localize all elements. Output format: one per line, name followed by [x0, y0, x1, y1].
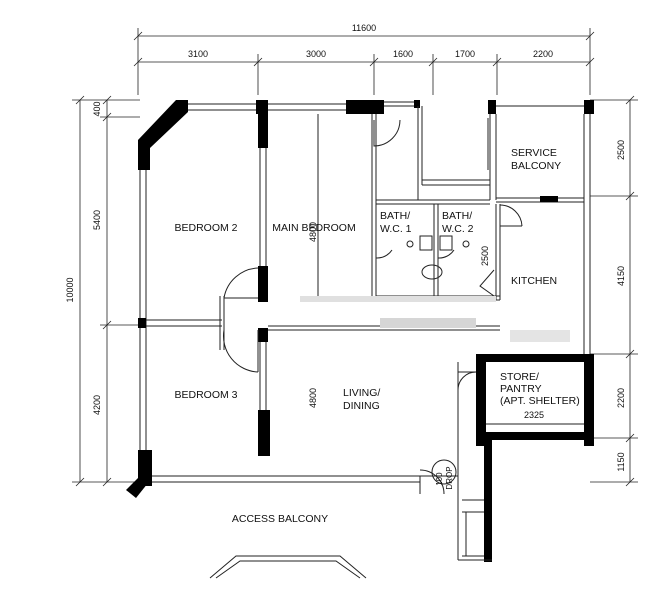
room-label-store-line2: PANTRY [500, 383, 542, 395]
dim-left-segment: 5400 [92, 210, 102, 230]
drop-label-text: DROP [445, 466, 454, 489]
watermark [300, 296, 570, 342]
dim-right-segment: 2500 [616, 140, 626, 160]
dim-overall-width: 11600 [352, 23, 376, 33]
room-label-bedroom-3: BEDROOM 3 [174, 389, 237, 401]
dim-top-segment: 1700 [455, 49, 475, 59]
dim-left-segment: 400 [92, 101, 102, 116]
dim-right-segment: 2200 [616, 388, 626, 408]
room-label-service-balcony-line2: BALCONY [511, 160, 561, 172]
room-label-main-bedroom: MAIN BEDROOM [272, 222, 355, 234]
dim-main-bedroom-width: 4800 [308, 222, 318, 242]
dim-top-segment: 3100 [188, 49, 208, 59]
dim-top-segment: 3000 [306, 49, 326, 59]
doors [223, 118, 523, 495]
room-label-kitchen: KITCHEN [511, 275, 557, 287]
drop-label-value: 100 [435, 472, 444, 486]
room-label-access-balcony: ACCESS BALCONY [232, 513, 328, 525]
dim-right-segment: 1150 [616, 452, 626, 471]
dim-living-width: 4800 [308, 388, 318, 408]
room-label-living-line2: DINING [343, 400, 380, 412]
room-label-bath-2-line2: W.C. 2 [442, 223, 474, 235]
room-label-living-line1: LIVING/ [343, 387, 380, 399]
dim-right-segment: 4150 [616, 266, 626, 286]
dim-top-segment: 1600 [393, 49, 413, 59]
right-dimension-lines [590, 95, 638, 487]
dim-overall-height: 10000 [65, 277, 75, 302]
room-label-bath-1-line1: BATH/ [380, 210, 410, 222]
fixtures [406, 235, 470, 485]
dim-bath-height: 2500 [480, 246, 490, 266]
dim-top-segment: 2200 [533, 49, 553, 59]
room-label-bath-2-line1: BATH/ [442, 210, 472, 222]
room-label-store-line1: STORE/ [500, 371, 539, 383]
walls [126, 100, 594, 562]
room-label-service-balcony-line1: SERVICE [511, 147, 557, 159]
drop-label: 100 DROP [435, 466, 454, 489]
access-balcony-outline [209, 555, 367, 579]
room-label-bath-1-line2: W.C. 1 [380, 223, 412, 235]
top-dimension-lines [133, 28, 595, 95]
room-label-store-line3: (APT. SHELTER) [500, 395, 580, 407]
left-dimension-lines [72, 95, 140, 487]
dim-store-width: 2325 [524, 410, 544, 420]
dim-left-segment: 4200 [92, 395, 102, 415]
room-label-bedroom-2: BEDROOM 2 [174, 222, 237, 234]
